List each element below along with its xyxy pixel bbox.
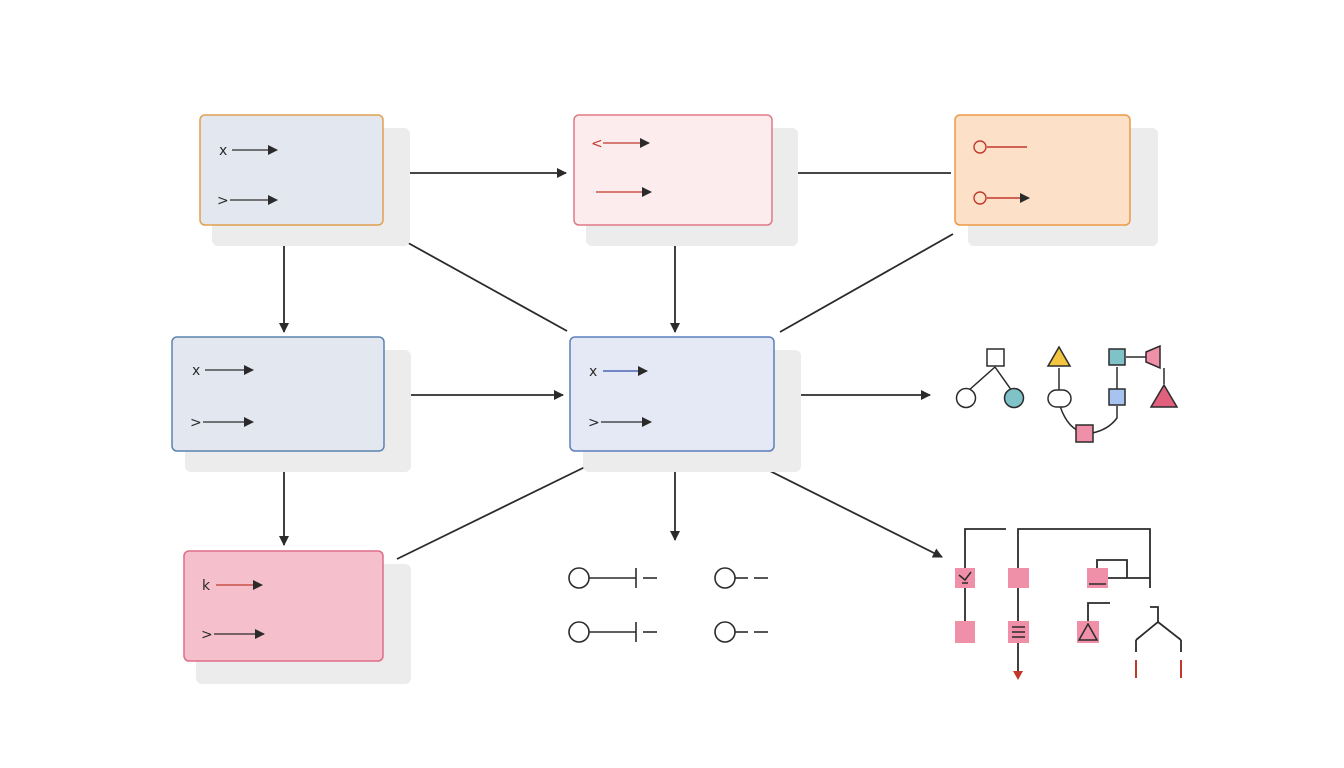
- box-top-left: [199, 114, 384, 226]
- circle-icon: [955, 387, 977, 409]
- row-glyph-lt: <: [591, 136, 603, 152]
- box-top-center: [573, 114, 773, 226]
- row-glyph-x: x: [219, 143, 227, 159]
- node-box-bottom-left: k >: [183, 550, 384, 662]
- pink-triangle-square-icon: [1077, 621, 1099, 643]
- row-glyph-chevron: >: [217, 193, 229, 209]
- circuit-symbol: [714, 567, 768, 589]
- row-glyph-k: k: [202, 578, 211, 594]
- yellow-triangle-icon: [1046, 345, 1072, 367]
- row-glyph-chevron: >: [588, 415, 600, 431]
- circuit-symbols: [568, 567, 768, 643]
- circuit-symbol: [568, 621, 657, 643]
- rounded-node-icon: [1047, 389, 1072, 408]
- row-glyph-chevron: >: [201, 627, 213, 643]
- circuit-symbol: [714, 621, 768, 643]
- teal-square-icon: [1108, 348, 1126, 366]
- box-bottom-left: [183, 550, 384, 662]
- box-center: [569, 336, 775, 452]
- branch-diagram: [955, 528, 1182, 680]
- row-glyph-x: x: [589, 364, 597, 380]
- arrow-down-icon: [1013, 671, 1023, 680]
- edge-bottom-left-to-center: [396, 465, 588, 560]
- node-box-center: x >: [569, 336, 775, 452]
- pink-triangle-icon: [1149, 383, 1179, 408]
- node-box-top-right: [954, 114, 1131, 226]
- node-box-top-center: <: [573, 114, 773, 226]
- edge-center-to-top-left: [391, 233, 568, 332]
- box-middle-left: [171, 336, 385, 452]
- pink-bar-square-icon: [1087, 568, 1108, 588]
- row-glyph-chevron: >: [190, 415, 202, 431]
- blue-square-icon: [1108, 388, 1126, 406]
- edge-top-right-to-center: [779, 233, 954, 333]
- pink-square-icon: [955, 621, 975, 643]
- row-glyph-x: x: [192, 363, 200, 379]
- pink-square-mark-icon: [955, 568, 975, 588]
- node-box-top-left: x >: [199, 114, 384, 226]
- square-icon: [986, 348, 1005, 367]
- circuit-symbol: [568, 567, 657, 589]
- teal-circle-icon: [1003, 387, 1025, 409]
- shape-graph: [955, 344, 1179, 443]
- pink-square-icon: [1008, 568, 1029, 588]
- row-glyph-circle: [973, 140, 987, 154]
- pink-square-icon: [1075, 424, 1094, 443]
- pink-flag-icon: [1145, 344, 1161, 370]
- box-top-right: [954, 114, 1131, 226]
- node-box-middle-left: x >: [171, 336, 385, 452]
- edge-center-to-branch-diagram: [759, 465, 943, 558]
- row-glyph-circle: [973, 191, 987, 205]
- edges: [279, 168, 954, 560]
